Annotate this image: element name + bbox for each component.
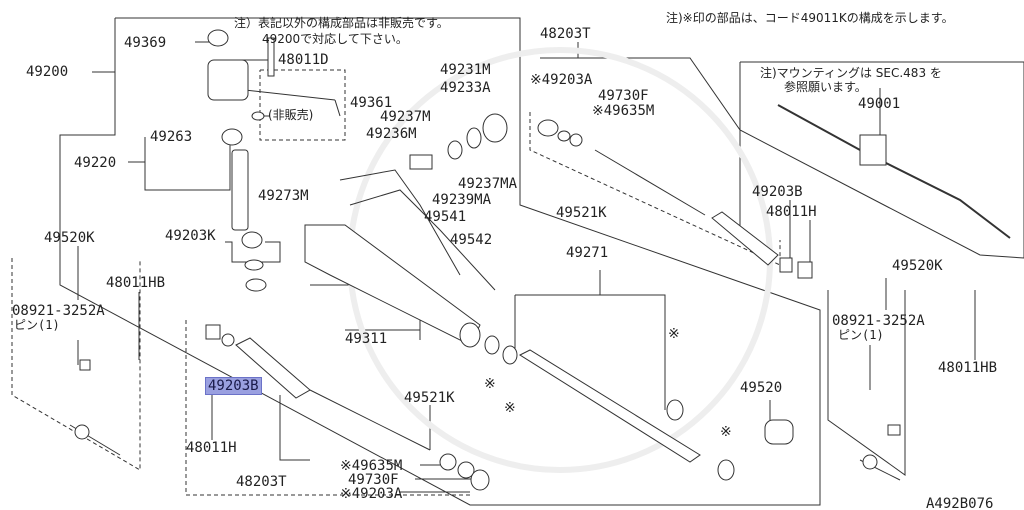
label-49203a-top[interactable]: ※49203A — [530, 72, 593, 88]
part-49521k-rod-right — [594, 149, 706, 216]
label-49220[interactable]: 49220 — [74, 155, 117, 171]
part-49361-ring — [251, 111, 265, 121]
label-49311[interactable]: 49311 — [345, 331, 388, 347]
part-49200-valve-housing — [207, 59, 249, 101]
label-pin-right: ピン(1) — [838, 328, 884, 342]
part-49369-cap — [207, 29, 229, 47]
part-49271-ring — [666, 399, 684, 421]
label-48203t-top[interactable]: 48203T — [540, 26, 591, 42]
part-49203k-ring-b — [245, 278, 267, 292]
bracket-49271 — [515, 294, 666, 410]
note-not-sold-line1: 注）表記以外の構成部品は非販売です。 — [234, 16, 449, 30]
part-49203k-ring-a — [244, 259, 264, 271]
label-48011hb-right[interactable]: 48011HB — [938, 360, 998, 376]
label-49263[interactable]: 49263 — [150, 129, 193, 145]
asterisk-mark: ※ — [484, 376, 496, 392]
part-49541-pipe — [339, 169, 461, 276]
note-asterisk: 注)※印の部品は、コード49011Kの構成を示します。 — [666, 11, 954, 25]
asterisk-mark: ※ — [720, 424, 732, 440]
label-49273m[interactable]: 49273M — [258, 188, 309, 204]
label-08921-left[interactable]: 08921-3252A — [12, 303, 105, 319]
label-49203b-right[interactable]: 49203B — [752, 184, 803, 200]
label-48011d[interactable]: 48011D — [278, 52, 329, 68]
note-non-sale: (非販売) — [268, 108, 314, 122]
part-49236m-guide — [409, 154, 433, 170]
label-49369[interactable]: 49369 — [124, 35, 167, 51]
label-49361[interactable]: 49361 — [350, 95, 393, 111]
frame-dashed-rack — [529, 112, 781, 266]
part-49001-assembly — [777, 104, 1011, 239]
frame-49001 — [739, 61, 1024, 259]
asterisk-mark: ※ — [668, 326, 680, 342]
part-49520-bushing — [764, 419, 794, 445]
frame-dashed-lower — [185, 320, 470, 496]
label-49520[interactable]: 49520 — [740, 380, 783, 396]
label-49233a[interactable]: 49233A — [440, 80, 491, 96]
part-48203t-boot-right — [711, 211, 779, 266]
part-48011d-bolt — [267, 37, 275, 77]
frame-dashed-valve — [259, 69, 346, 141]
label-49520k-left[interactable]: 49520K — [44, 230, 95, 246]
part-49233a-ring — [466, 127, 482, 149]
label-49239ma[interactable]: 49239MA — [432, 192, 492, 208]
label-49203k[interactable]: 49203K — [165, 228, 216, 244]
label-49203a-bottom[interactable]: ※49203A — [340, 486, 403, 502]
label-49200[interactable]: 49200 — [26, 64, 69, 80]
label-49001[interactable]: 49001 — [858, 96, 901, 112]
asterisk-mark: ※ — [504, 400, 516, 416]
part-49273m-oring — [241, 231, 263, 249]
frame-right-tierod — [827, 290, 906, 476]
label-49635m-bottom[interactable]: ※49635M — [340, 458, 403, 474]
label-49271[interactable]: 49271 — [566, 245, 609, 261]
label-48011h-right[interactable]: 48011H — [766, 204, 817, 220]
label-49203b-highlighted[interactable]: 49203B — [205, 377, 262, 395]
label-49541[interactable]: 49541 — [424, 209, 467, 225]
label-49237m[interactable]: 49237M — [380, 109, 431, 125]
part-49237m-ring — [447, 140, 463, 160]
label-48011hb-left[interactable]: 48011HB — [106, 275, 166, 291]
part-49521k-rod-left — [309, 389, 431, 451]
label-49635m-top[interactable]: ※49635M — [592, 103, 655, 119]
part-49220-pinion — [231, 149, 249, 231]
diagram-code: A492B076 — [926, 496, 994, 510]
label-49730f-top[interactable]: 49730F — [598, 88, 649, 104]
note-mounting-line1: 注)マウンティングは SEC.483 を — [760, 66, 942, 80]
label-08921-right[interactable]: 08921-3252A — [832, 313, 925, 329]
label-pin-left: ピン(1) — [14, 318, 60, 332]
label-49520k-right[interactable]: 49520K — [892, 258, 943, 274]
part-48011h-nut-right — [797, 261, 813, 279]
part-49231m-seal — [482, 113, 508, 143]
label-48011h-left[interactable]: 48011H — [186, 440, 237, 456]
part-49263-seals — [221, 128, 243, 146]
label-49236m[interactable]: 49236M — [366, 126, 417, 142]
label-48203t-bottom[interactable]: 48203T — [236, 474, 287, 490]
label-49521k-bottom[interactable]: 49521K — [404, 390, 455, 406]
part-48011h-nut-left — [205, 324, 221, 340]
frame-49200 — [59, 17, 821, 506]
label-49231m[interactable]: 49231M — [440, 62, 491, 78]
note-not-sold-line2: 49200で対応して下さい。 — [262, 32, 408, 46]
label-49542[interactable]: 49542 — [450, 232, 493, 248]
part-49271-rack — [518, 349, 701, 463]
label-49237ma[interactable]: 49237MA — [458, 176, 518, 192]
label-49521k-top[interactable]: 49521K — [556, 205, 607, 221]
label-49730f-bottom[interactable]: 49730F — [348, 472, 399, 488]
note-mounting-line2: 参照願います。 — [784, 80, 867, 94]
part-49542-pipe — [349, 189, 496, 291]
